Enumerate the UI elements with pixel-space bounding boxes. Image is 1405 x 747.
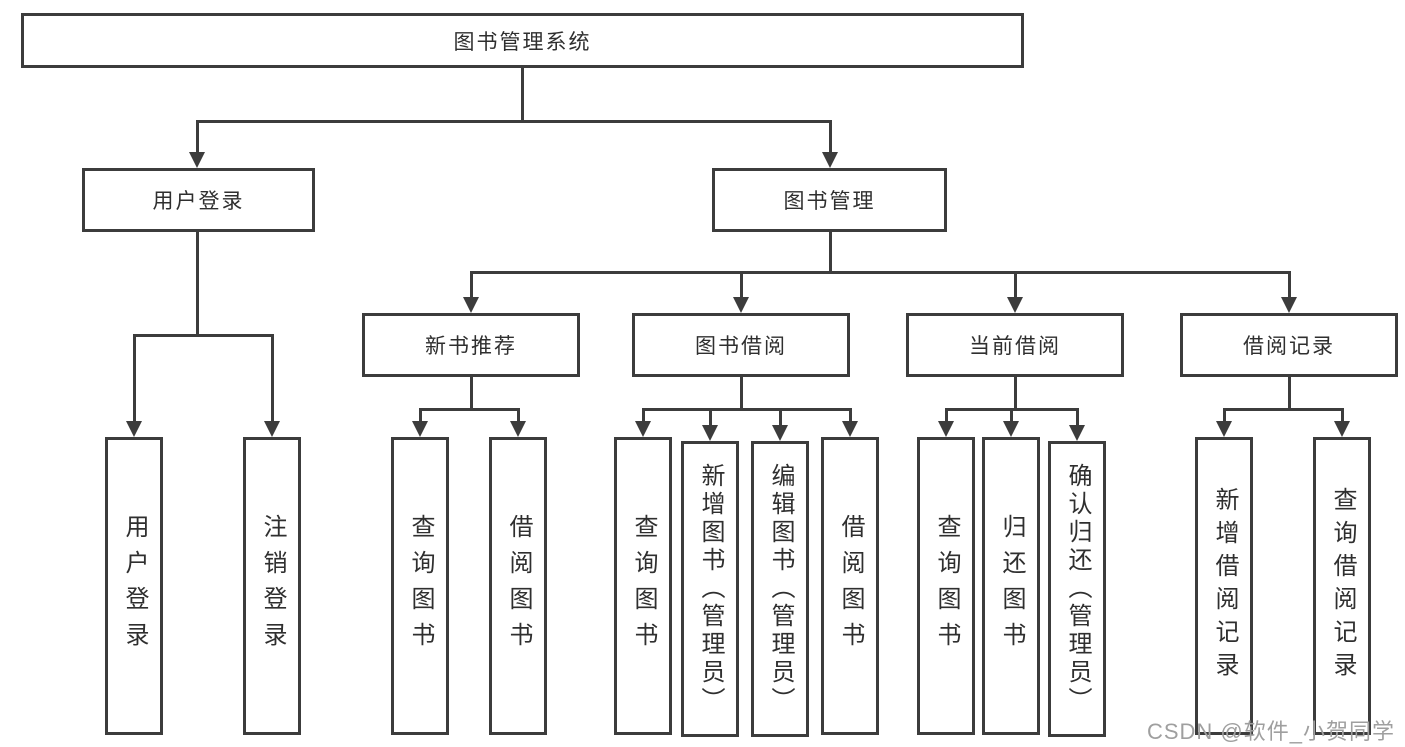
leaf-cb-confirm-return-admin: 确认归还（管理员） <box>1048 441 1106 737</box>
arrow-down-icon <box>1216 421 1232 437</box>
csdn-watermark: CSDN @软件_小贺同学 <box>1146 719 1395 744</box>
leaf-nbr-borrow-book: 借阅图书 <box>489 437 547 735</box>
leaf-user-login: 用户登录 <box>105 437 163 735</box>
connector-line <box>196 120 199 154</box>
connector-line <box>642 408 851 411</box>
node-new-book-recommend: 新书推荐 <box>362 313 580 377</box>
node-book-borrow: 图书借阅 <box>632 313 850 377</box>
connector-line <box>196 120 832 123</box>
arrow-down-icon <box>842 421 858 437</box>
arrow-down-icon <box>264 421 280 437</box>
arrow-down-icon <box>1334 421 1350 437</box>
arrow-down-icon <box>1003 421 1019 437</box>
leaf-br-add-record: 新增借阅记录 <box>1195 437 1253 735</box>
connector-line <box>470 271 473 299</box>
leaf-bb-edit-book-admin: 编辑图书（管理员） <box>751 441 809 737</box>
connector-line <box>945 408 948 423</box>
arrow-down-icon <box>938 421 954 437</box>
leaf-br-query-record: 查询借阅记录 <box>1313 437 1371 735</box>
node-user-login-group: 用户登录 <box>82 168 315 232</box>
arrow-down-icon <box>1069 425 1085 441</box>
connector-line <box>642 408 645 423</box>
connector-line <box>133 334 136 423</box>
arrow-down-icon <box>702 425 718 441</box>
leaf-bb-add-book-admin: 新增图书（管理员） <box>681 441 739 737</box>
connector-line <box>740 377 743 410</box>
arrow-down-icon <box>126 421 142 437</box>
arrow-down-icon <box>510 421 526 437</box>
arrow-down-icon <box>1007 297 1023 313</box>
connector-line <box>1223 408 1344 411</box>
connector-line <box>521 68 524 122</box>
node-borrow-records: 借阅记录 <box>1180 313 1398 377</box>
connector-line <box>1341 408 1344 423</box>
connector-line <box>133 334 274 337</box>
connector-line <box>849 408 852 423</box>
node-root: 图书管理系统 <box>21 13 1024 68</box>
arrow-down-icon <box>463 297 479 313</box>
connector-line <box>1014 271 1017 299</box>
connector-line <box>1010 408 1013 423</box>
leaf-logout: 注销登录 <box>243 437 301 735</box>
connector-line <box>419 408 520 411</box>
arrow-down-icon <box>635 421 651 437</box>
leaf-cb-return-book: 归还图书 <box>982 437 1040 735</box>
connector-line <box>740 271 743 299</box>
connector-line <box>271 334 274 423</box>
node-book-management: 图书管理 <box>712 168 947 232</box>
node-current-borrow: 当前借阅 <box>906 313 1124 377</box>
connector-line <box>1288 271 1291 299</box>
leaf-cb-query-book: 查询图书 <box>917 437 975 735</box>
connector-line <box>1223 408 1226 423</box>
leaf-bb-borrow-book: 借阅图书 <box>821 437 879 735</box>
connector-line <box>517 408 520 423</box>
arrow-down-icon <box>772 425 788 441</box>
connector-line <box>1014 377 1017 410</box>
connector-line <box>470 377 473 410</box>
arrow-down-icon <box>189 152 205 168</box>
connector-line <box>779 408 782 427</box>
connector-line <box>419 408 422 423</box>
connector-line <box>470 271 1290 274</box>
connector-line <box>709 408 712 427</box>
connector-line <box>1076 408 1079 427</box>
arrow-down-icon <box>733 297 749 313</box>
leaf-nbr-query-book: 查询图书 <box>391 437 449 735</box>
leaf-bb-query-book: 查询图书 <box>614 437 672 735</box>
connector-line <box>829 120 832 154</box>
connector-line <box>1288 377 1291 410</box>
arrow-down-icon <box>1281 297 1297 313</box>
arrow-down-icon <box>822 152 838 168</box>
connector-line <box>196 232 199 336</box>
connector-line <box>829 232 832 273</box>
arrow-down-icon <box>412 421 428 437</box>
